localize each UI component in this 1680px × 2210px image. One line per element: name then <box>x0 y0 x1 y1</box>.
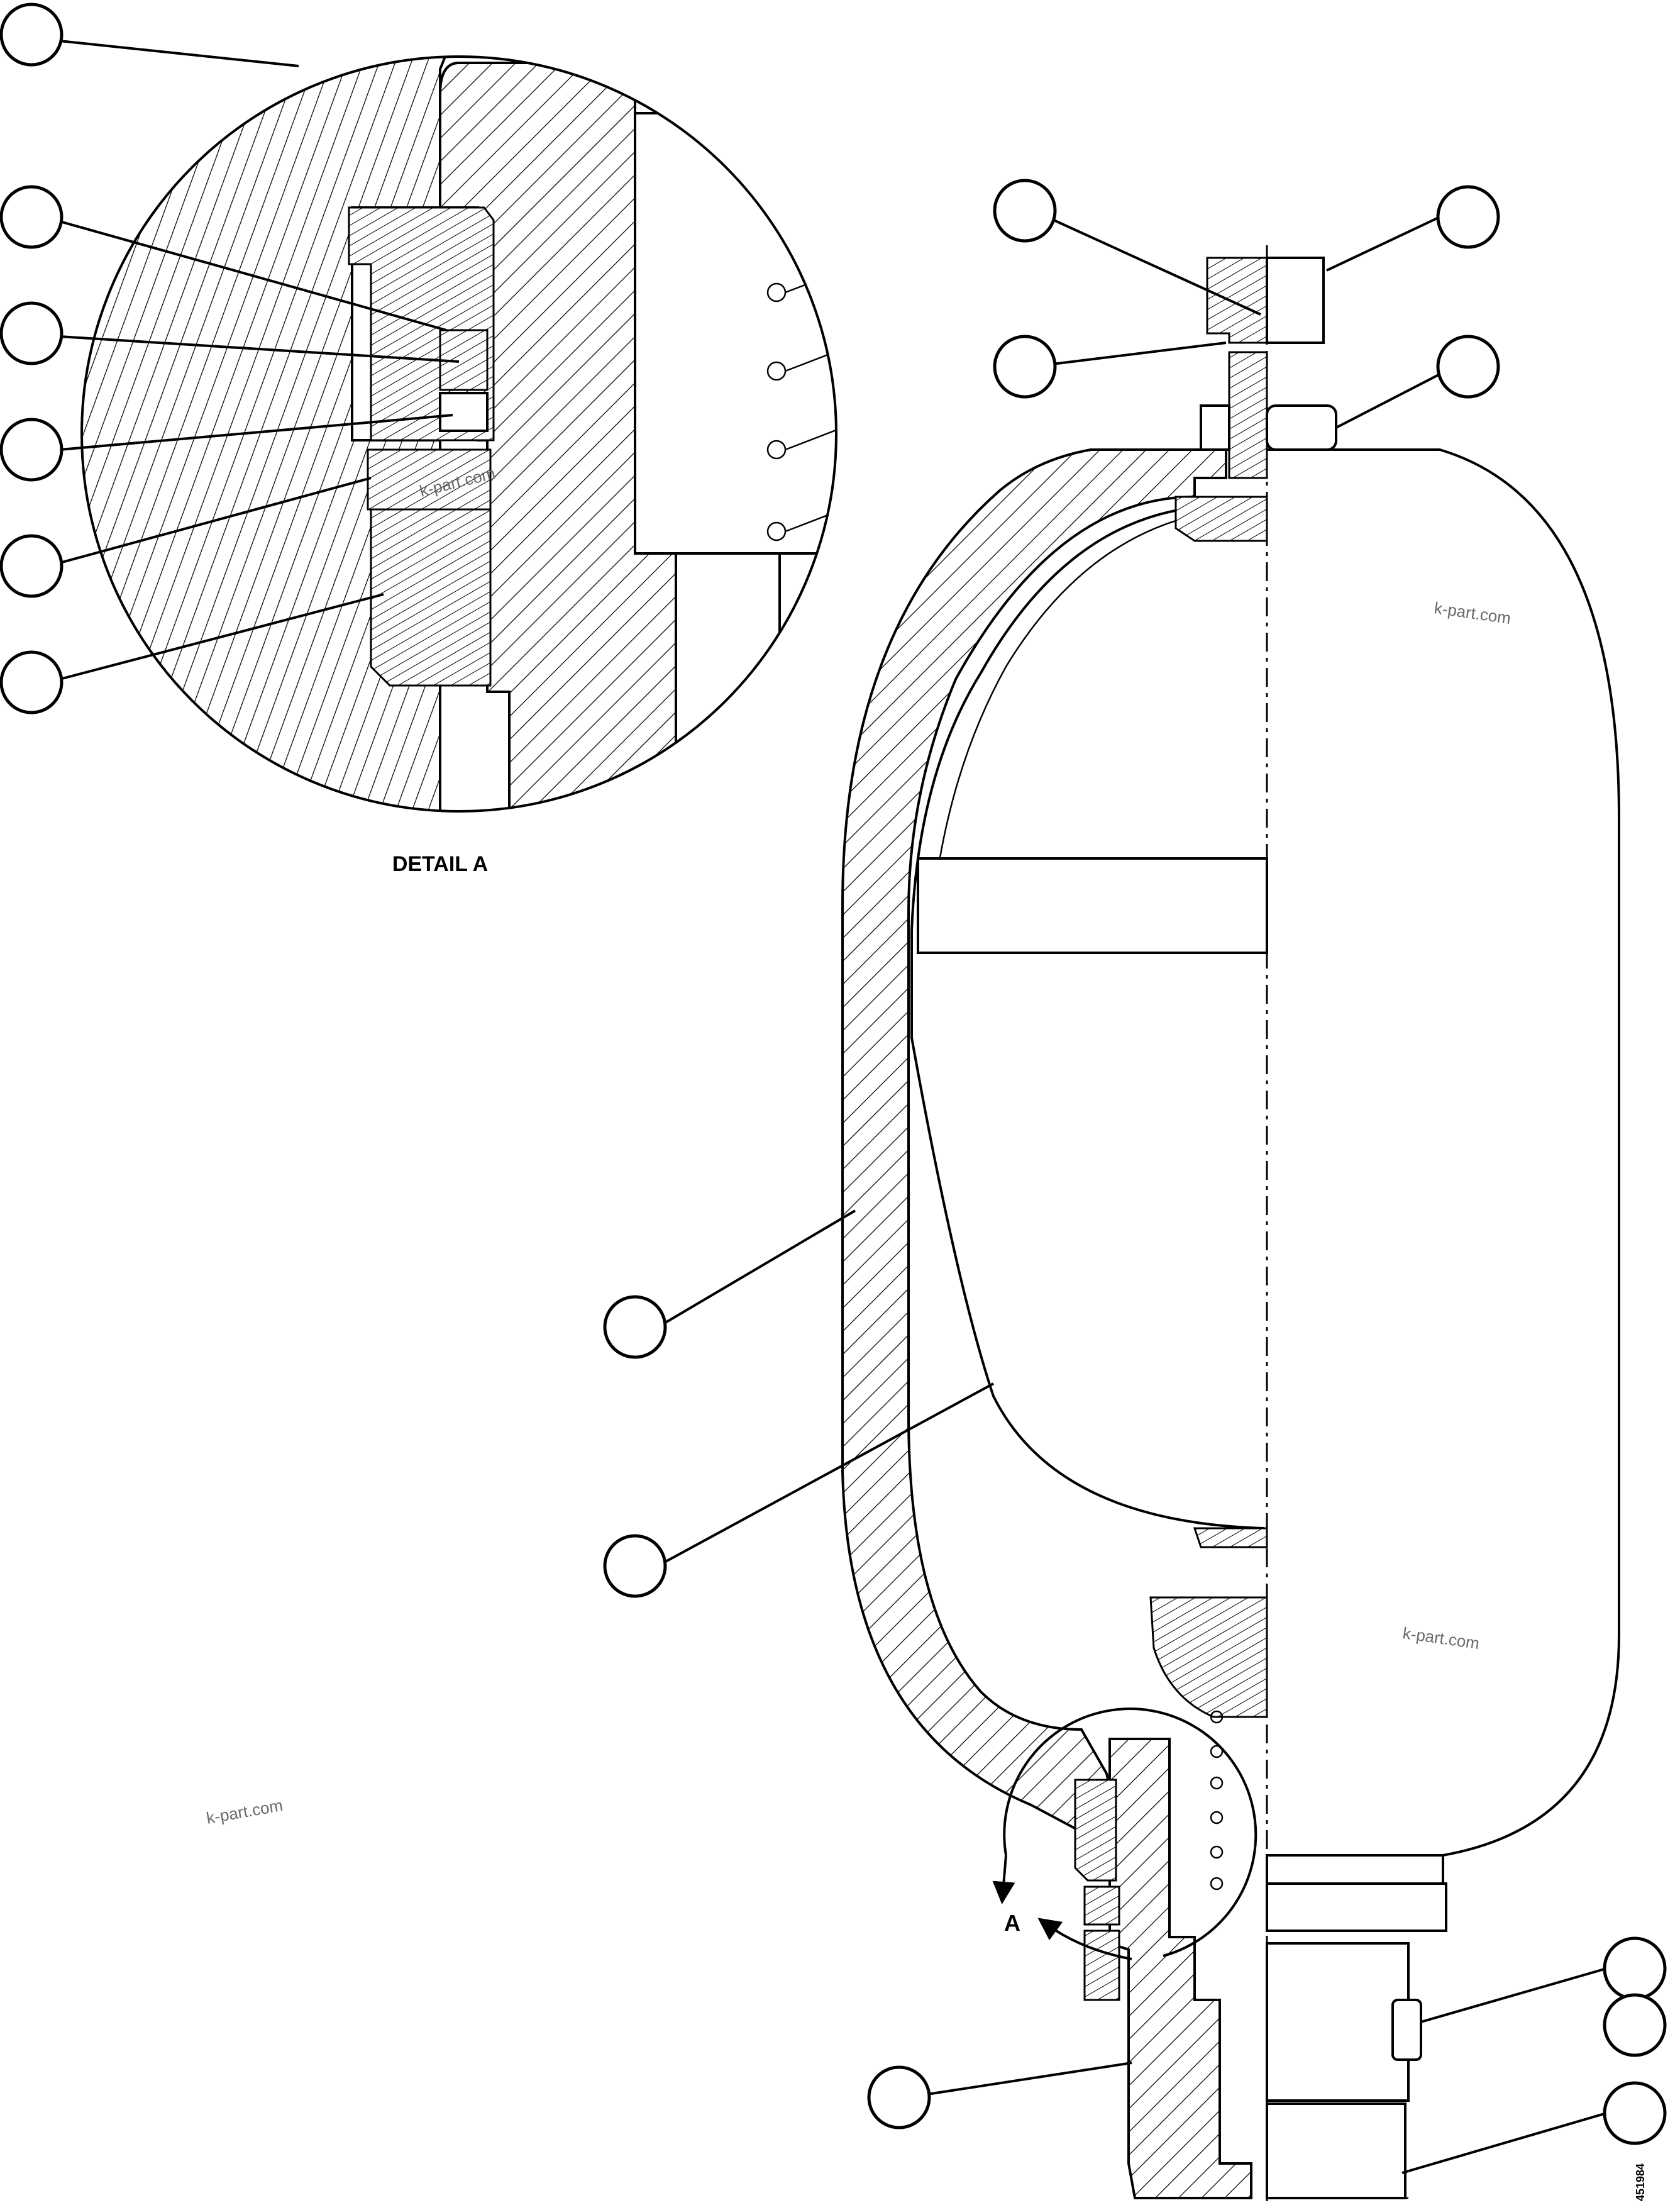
callout-m1 <box>993 179 1057 243</box>
detail-washer <box>367 448 492 511</box>
callout-d6 <box>0 650 64 714</box>
bladder-bottom-ring <box>1193 1527 1268 1548</box>
leader-lines <box>59 40 1607 2174</box>
gas-valve-stem <box>1228 351 1268 479</box>
gas-valve-cap <box>1206 257 1268 344</box>
detail-a-indicator: A <box>992 1707 1257 1960</box>
accumulator-main-view: A k-part.com k-part.com k-part.com 45198… <box>205 245 1647 2204</box>
accumulator-shell-wall <box>841 448 1227 1858</box>
detail-backup-ring <box>439 392 489 432</box>
callout-d2 <box>0 185 64 249</box>
port-washer <box>1083 1885 1120 1926</box>
port-lock-nut <box>1074 1779 1117 1882</box>
port-ring <box>1083 1930 1120 2001</box>
gas-valve-nut-right <box>1266 404 1337 451</box>
fluid-port-assembly <box>1074 1596 1447 2199</box>
detail-ring <box>370 508 492 687</box>
watermark-2: k-part.com <box>1401 1623 1481 1653</box>
bladder-band <box>917 857 1268 954</box>
gas-valve-nut-left <box>1200 404 1230 451</box>
port-spring <box>1210 1710 1224 1891</box>
callout-m3 <box>1436 185 1500 249</box>
section-marker-a: A <box>1004 1910 1020 1936</box>
detail-shell <box>82 57 455 811</box>
detail-poppet-bore <box>675 552 836 811</box>
gas-valve-insert <box>1174 496 1268 542</box>
detail-a-label: DETAIL A <box>392 852 488 876</box>
port-flange <box>1266 1882 1447 1932</box>
watermark-1: k-part.com <box>1433 598 1512 628</box>
gas-valve-assembly <box>1174 257 1337 542</box>
accumulator-shell-exterior <box>1267 448 1620 1857</box>
port-hex-body <box>1266 1942 1410 2102</box>
callout-m2 <box>993 335 1057 399</box>
watermark-3: k-part.com <box>205 1796 284 1828</box>
callout-d1 <box>0 3 64 67</box>
callout-d3 <box>0 301 64 365</box>
drawing-number: 451984 <box>1634 2163 1647 2201</box>
port-fitting <box>1266 2102 1406 2199</box>
callout-m10 <box>1603 2081 1667 2145</box>
callout-balloons <box>0 3 1667 2145</box>
callout-m9 <box>1603 1993 1667 2057</box>
callout-d4 <box>0 418 64 482</box>
gas-valve-cap-hex <box>1266 257 1325 344</box>
callout-m7 <box>867 2065 931 2129</box>
port-body <box>1108 1738 1252 2199</box>
callout-m6 <box>603 1534 667 1598</box>
callout-m4 <box>1436 335 1500 399</box>
callout-m5 <box>603 1295 667 1359</box>
bladder <box>910 505 1264 1530</box>
port-bleed-screw <box>1391 1999 1422 2061</box>
callout-m8 <box>1603 1936 1667 2001</box>
detail-a-boundary <box>80 55 837 813</box>
port-flange-lip <box>1266 1854 1444 1885</box>
callout-d5 <box>0 534 64 598</box>
port-poppet-guide <box>1149 1596 1268 1718</box>
detail-a-view: DETAIL A k-part.com <box>80 55 837 876</box>
